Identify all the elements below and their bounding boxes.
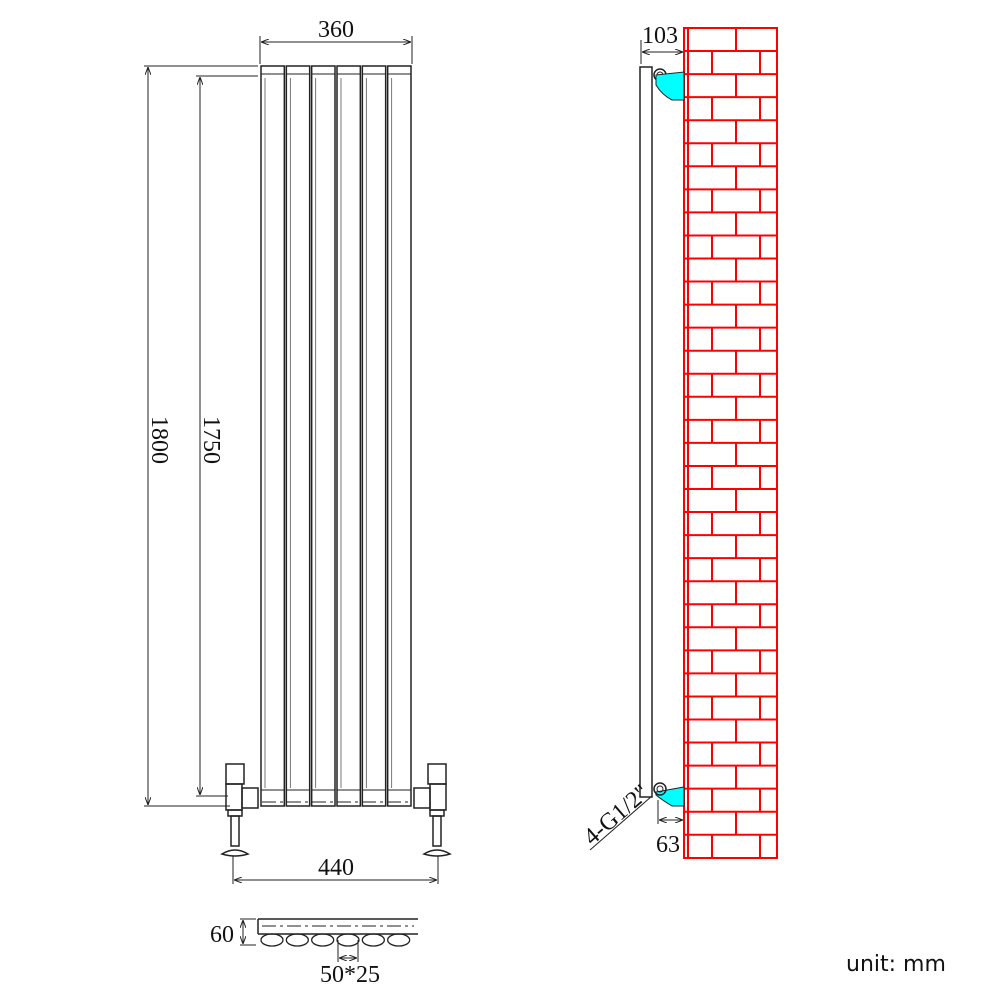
radiator-column <box>336 65 362 807</box>
tube-section <box>361 933 385 947</box>
bottom-connector <box>653 782 667 796</box>
bottom-connector <box>656 785 664 793</box>
front-view: 360 1800 1750 440 <box>144 17 452 884</box>
side-view: 103 63 4-G1/2" <box>579 23 778 859</box>
depth-label: 60 <box>210 922 234 948</box>
radiator-column <box>310 65 336 807</box>
valve-span-label: 440 <box>318 855 354 881</box>
radiator-columns <box>260 65 412 807</box>
bottom-bracket <box>655 786 685 807</box>
tube-section <box>336 933 360 947</box>
tube-section <box>285 933 309 947</box>
radiator-side-profile <box>639 66 653 798</box>
radiator-column <box>285 65 311 807</box>
height-label: 1800 <box>146 416 172 464</box>
section-view: 60 50*25 <box>210 918 418 988</box>
radiator-column <box>386 65 412 807</box>
connection-leader-line <box>589 795 653 851</box>
brick-wall <box>683 27 778 859</box>
unit-label: unit: mm <box>846 952 946 977</box>
radiator-column <box>260 65 286 807</box>
tube-section <box>260 933 284 947</box>
tube-section <box>387 933 411 947</box>
wall-distance-label: 103 <box>642 23 678 49</box>
tube-label: 50*25 <box>320 962 380 988</box>
pipe-offset-label: 63 <box>656 832 680 858</box>
top-bracket <box>655 71 685 101</box>
width-label: 360 <box>318 17 354 43</box>
connection-label: 4-G1/2" <box>579 780 655 851</box>
centres-label: 1750 <box>198 416 224 464</box>
section-tubes <box>260 933 411 947</box>
left-valve <box>220 763 259 857</box>
radiator-column <box>361 65 387 807</box>
tube-section <box>311 933 335 947</box>
right-valve <box>413 763 452 857</box>
